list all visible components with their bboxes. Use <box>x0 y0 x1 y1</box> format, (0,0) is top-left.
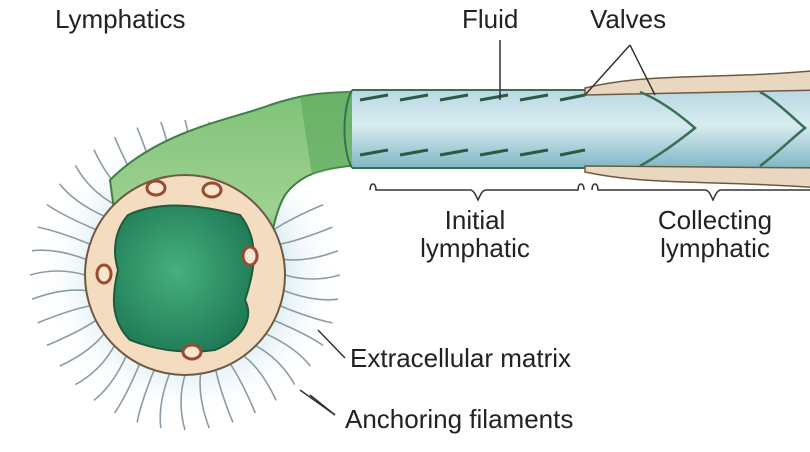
vessel-lumen <box>345 90 810 168</box>
collecting-lymphatic-bracket <box>592 184 810 200</box>
label-anchoring-filaments: Anchoring filaments <box>345 405 573 433</box>
label-collecting-lymphatic: Collecting lymphatic <box>640 206 790 262</box>
label-collecting-line1: Collecting <box>640 206 790 234</box>
label-extracellular-matrix: Extracellular matrix <box>350 344 571 372</box>
label-valves: Valves <box>590 5 666 33</box>
label-initial-line2: lymphatic <box>405 234 545 262</box>
label-initial-lymphatic: Initial lymphatic <box>405 206 545 262</box>
initial-lymphatic-bracket <box>370 184 584 200</box>
diagram-title: Lymphatics <box>55 5 186 33</box>
label-collecting-line2: lymphatic <box>640 234 790 262</box>
vessel-cross-section <box>85 175 285 375</box>
label-initial-line1: Initial <box>405 206 545 234</box>
label-fluid: Fluid <box>462 5 518 33</box>
